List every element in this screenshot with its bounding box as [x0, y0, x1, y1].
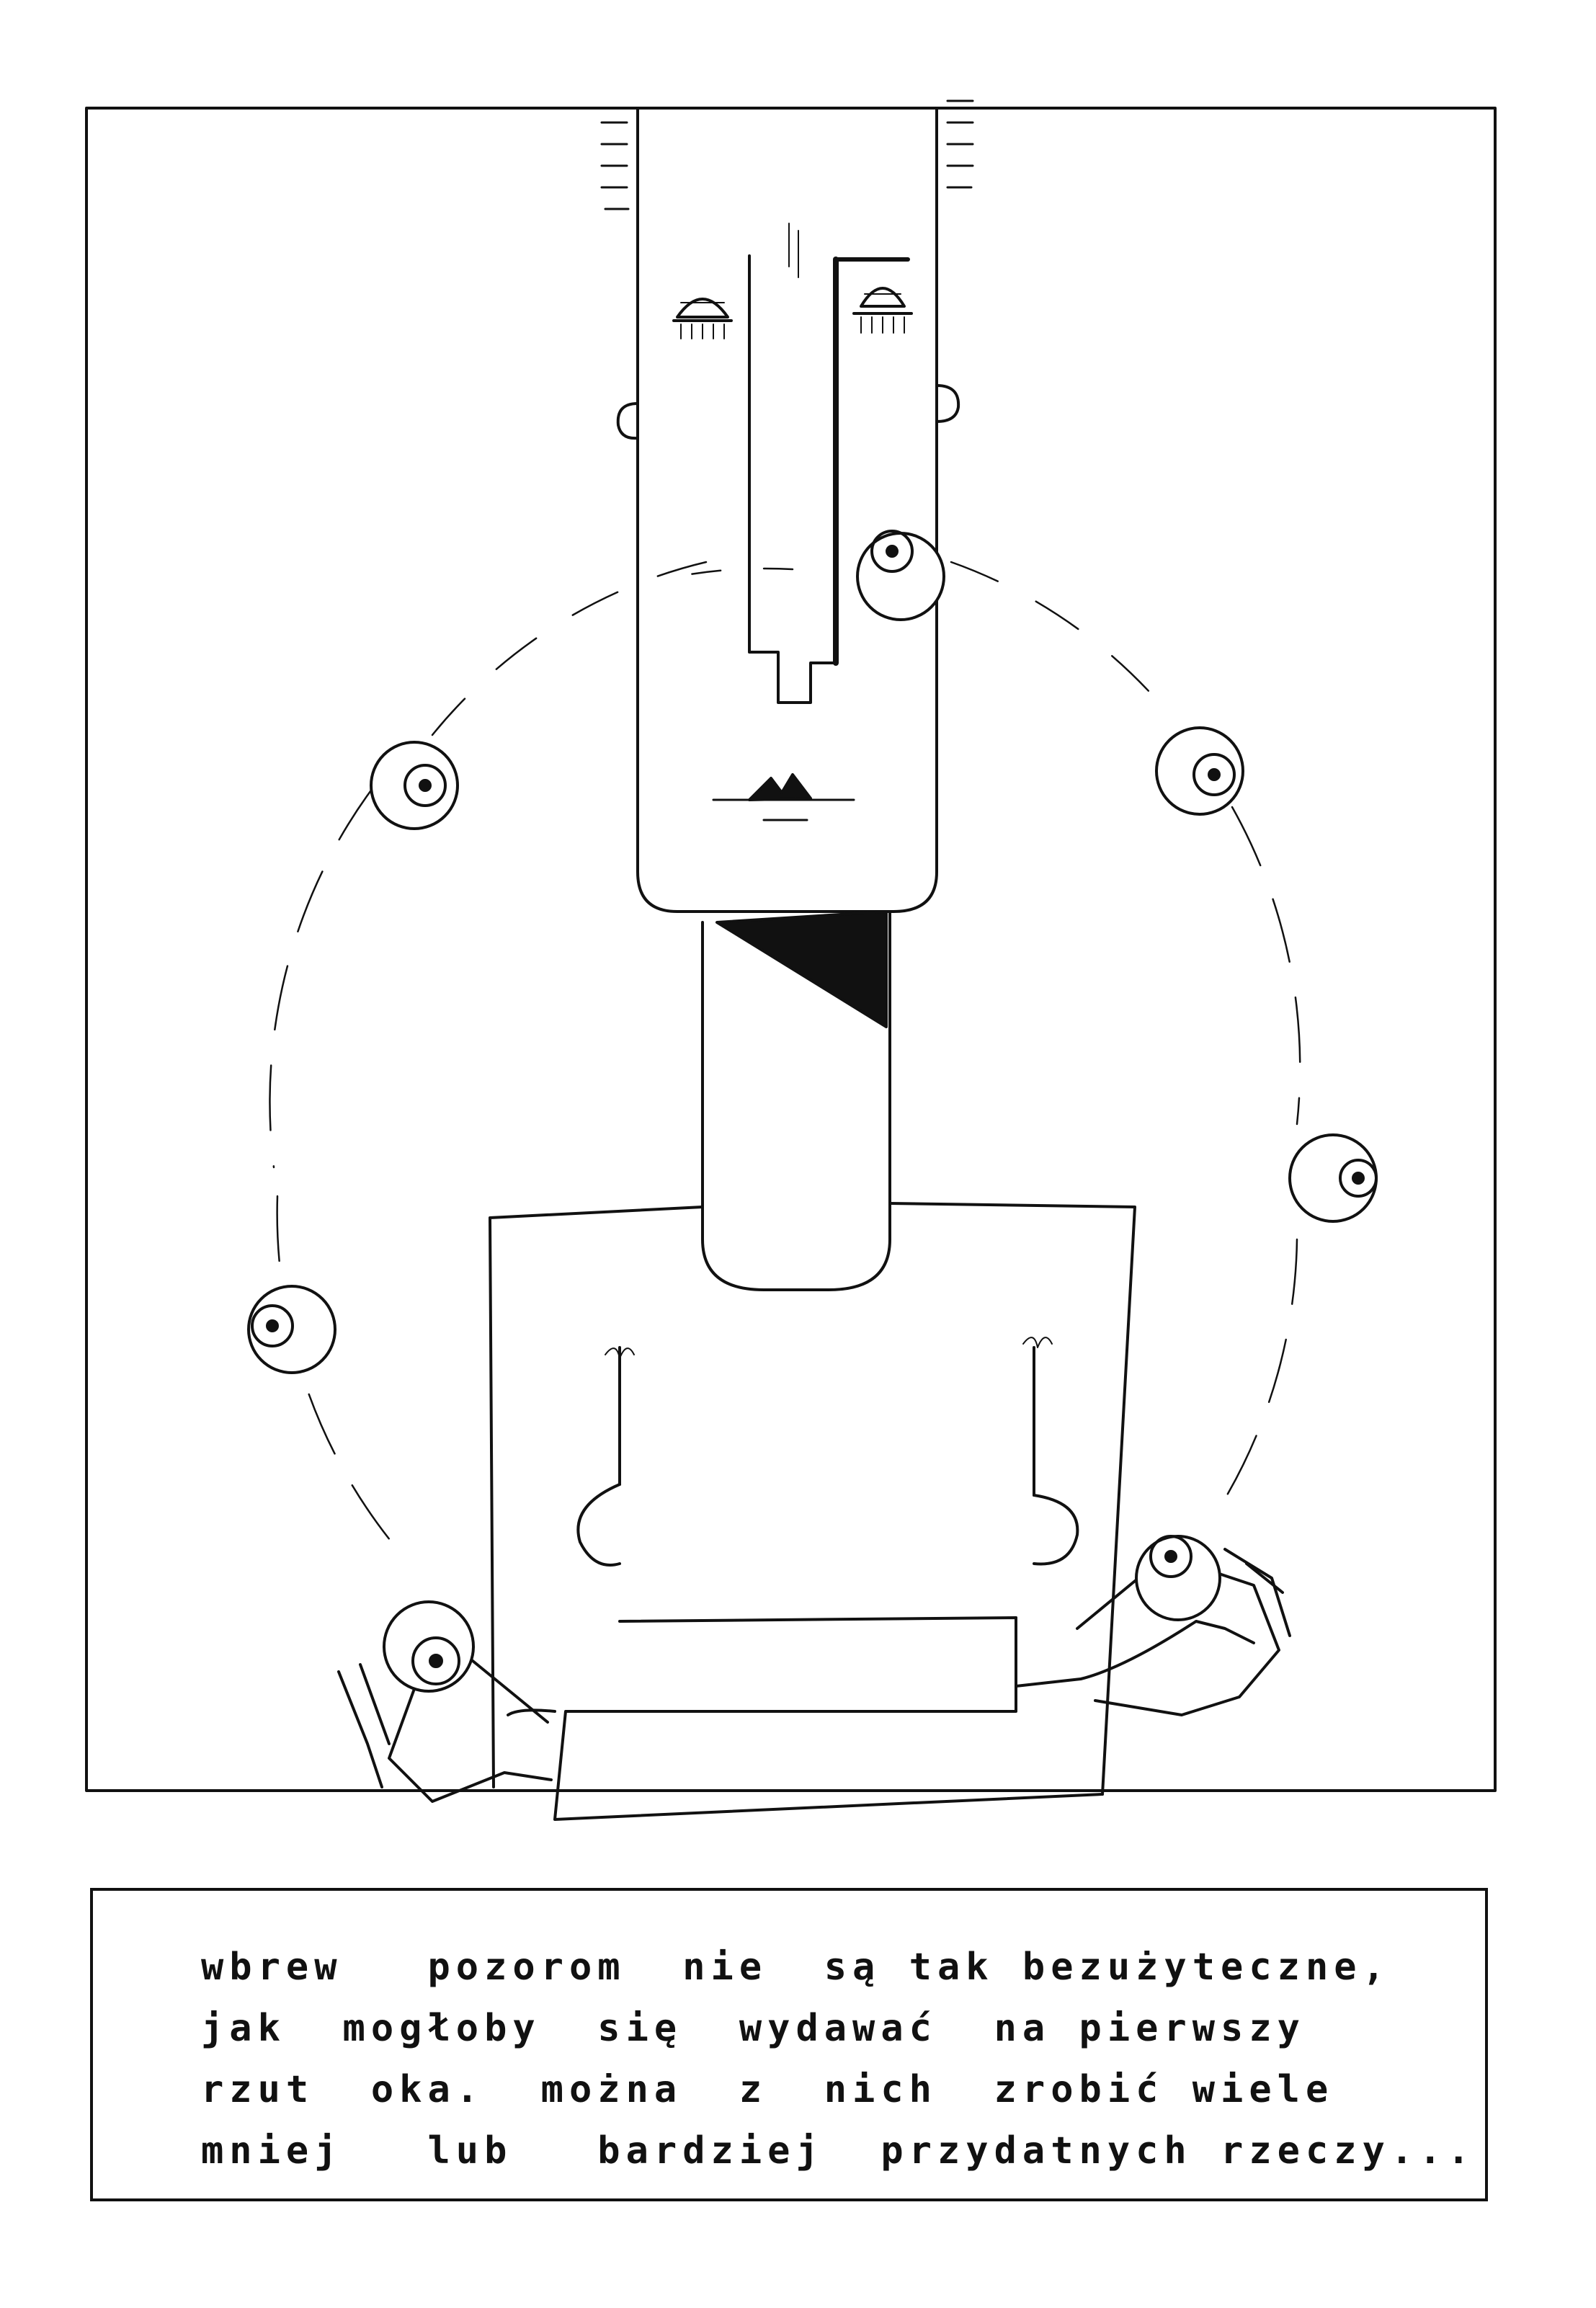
eyeball-right-hand — [1135, 1535, 1221, 1621]
eyeball-right-upper — [1155, 726, 1244, 816]
eyeball-left-upper — [370, 741, 459, 830]
neck-shadow — [715, 910, 888, 1028]
left-ear — [616, 402, 639, 440]
head — [600, 99, 974, 913]
left-chest-bulge — [576, 1483, 621, 1567]
caption-line-2: jak mogłoby się wydawać na pierwszy — [201, 2007, 1306, 2050]
illustration-frame — [85, 107, 1497, 1792]
right-eye — [852, 287, 913, 334]
eyeball-right-middle — [1288, 1133, 1378, 1223]
eyeball-left-lower — [247, 1285, 336, 1374]
neck — [701, 910, 891, 1291]
caption-line-3: rzut oka. można z nich zrobić wiele — [201, 2068, 1334, 2111]
right-chest-bulge — [1033, 1494, 1079, 1566]
mouth — [712, 773, 855, 821]
right-ear — [935, 384, 960, 423]
hair-strokes — [600, 99, 974, 210]
nose — [748, 223, 910, 704]
juggler-illustration — [85, 99, 1497, 1821]
eyeball-left-hand — [383, 1600, 475, 1693]
left-eye — [672, 298, 733, 339]
juggling-arc — [269, 561, 1301, 1558]
eyeball-face — [856, 530, 945, 621]
right-arm — [1015, 1616, 1255, 1688]
torso — [489, 1202, 1136, 1796]
left-arm — [553, 1616, 1104, 1821]
eyeballs — [247, 530, 1378, 1693]
caption-box: wbrew pozorom nie są tak bezużyteczne, j… — [90, 1888, 1488, 2201]
arms — [507, 1616, 1255, 1821]
caption-line-1: wbrew pozorom nie są tak bezużyteczne, — [201, 1946, 1391, 1989]
caption-line-4: mniej lub bardziej przydatnych rzeczy... — [201, 2129, 1476, 2173]
